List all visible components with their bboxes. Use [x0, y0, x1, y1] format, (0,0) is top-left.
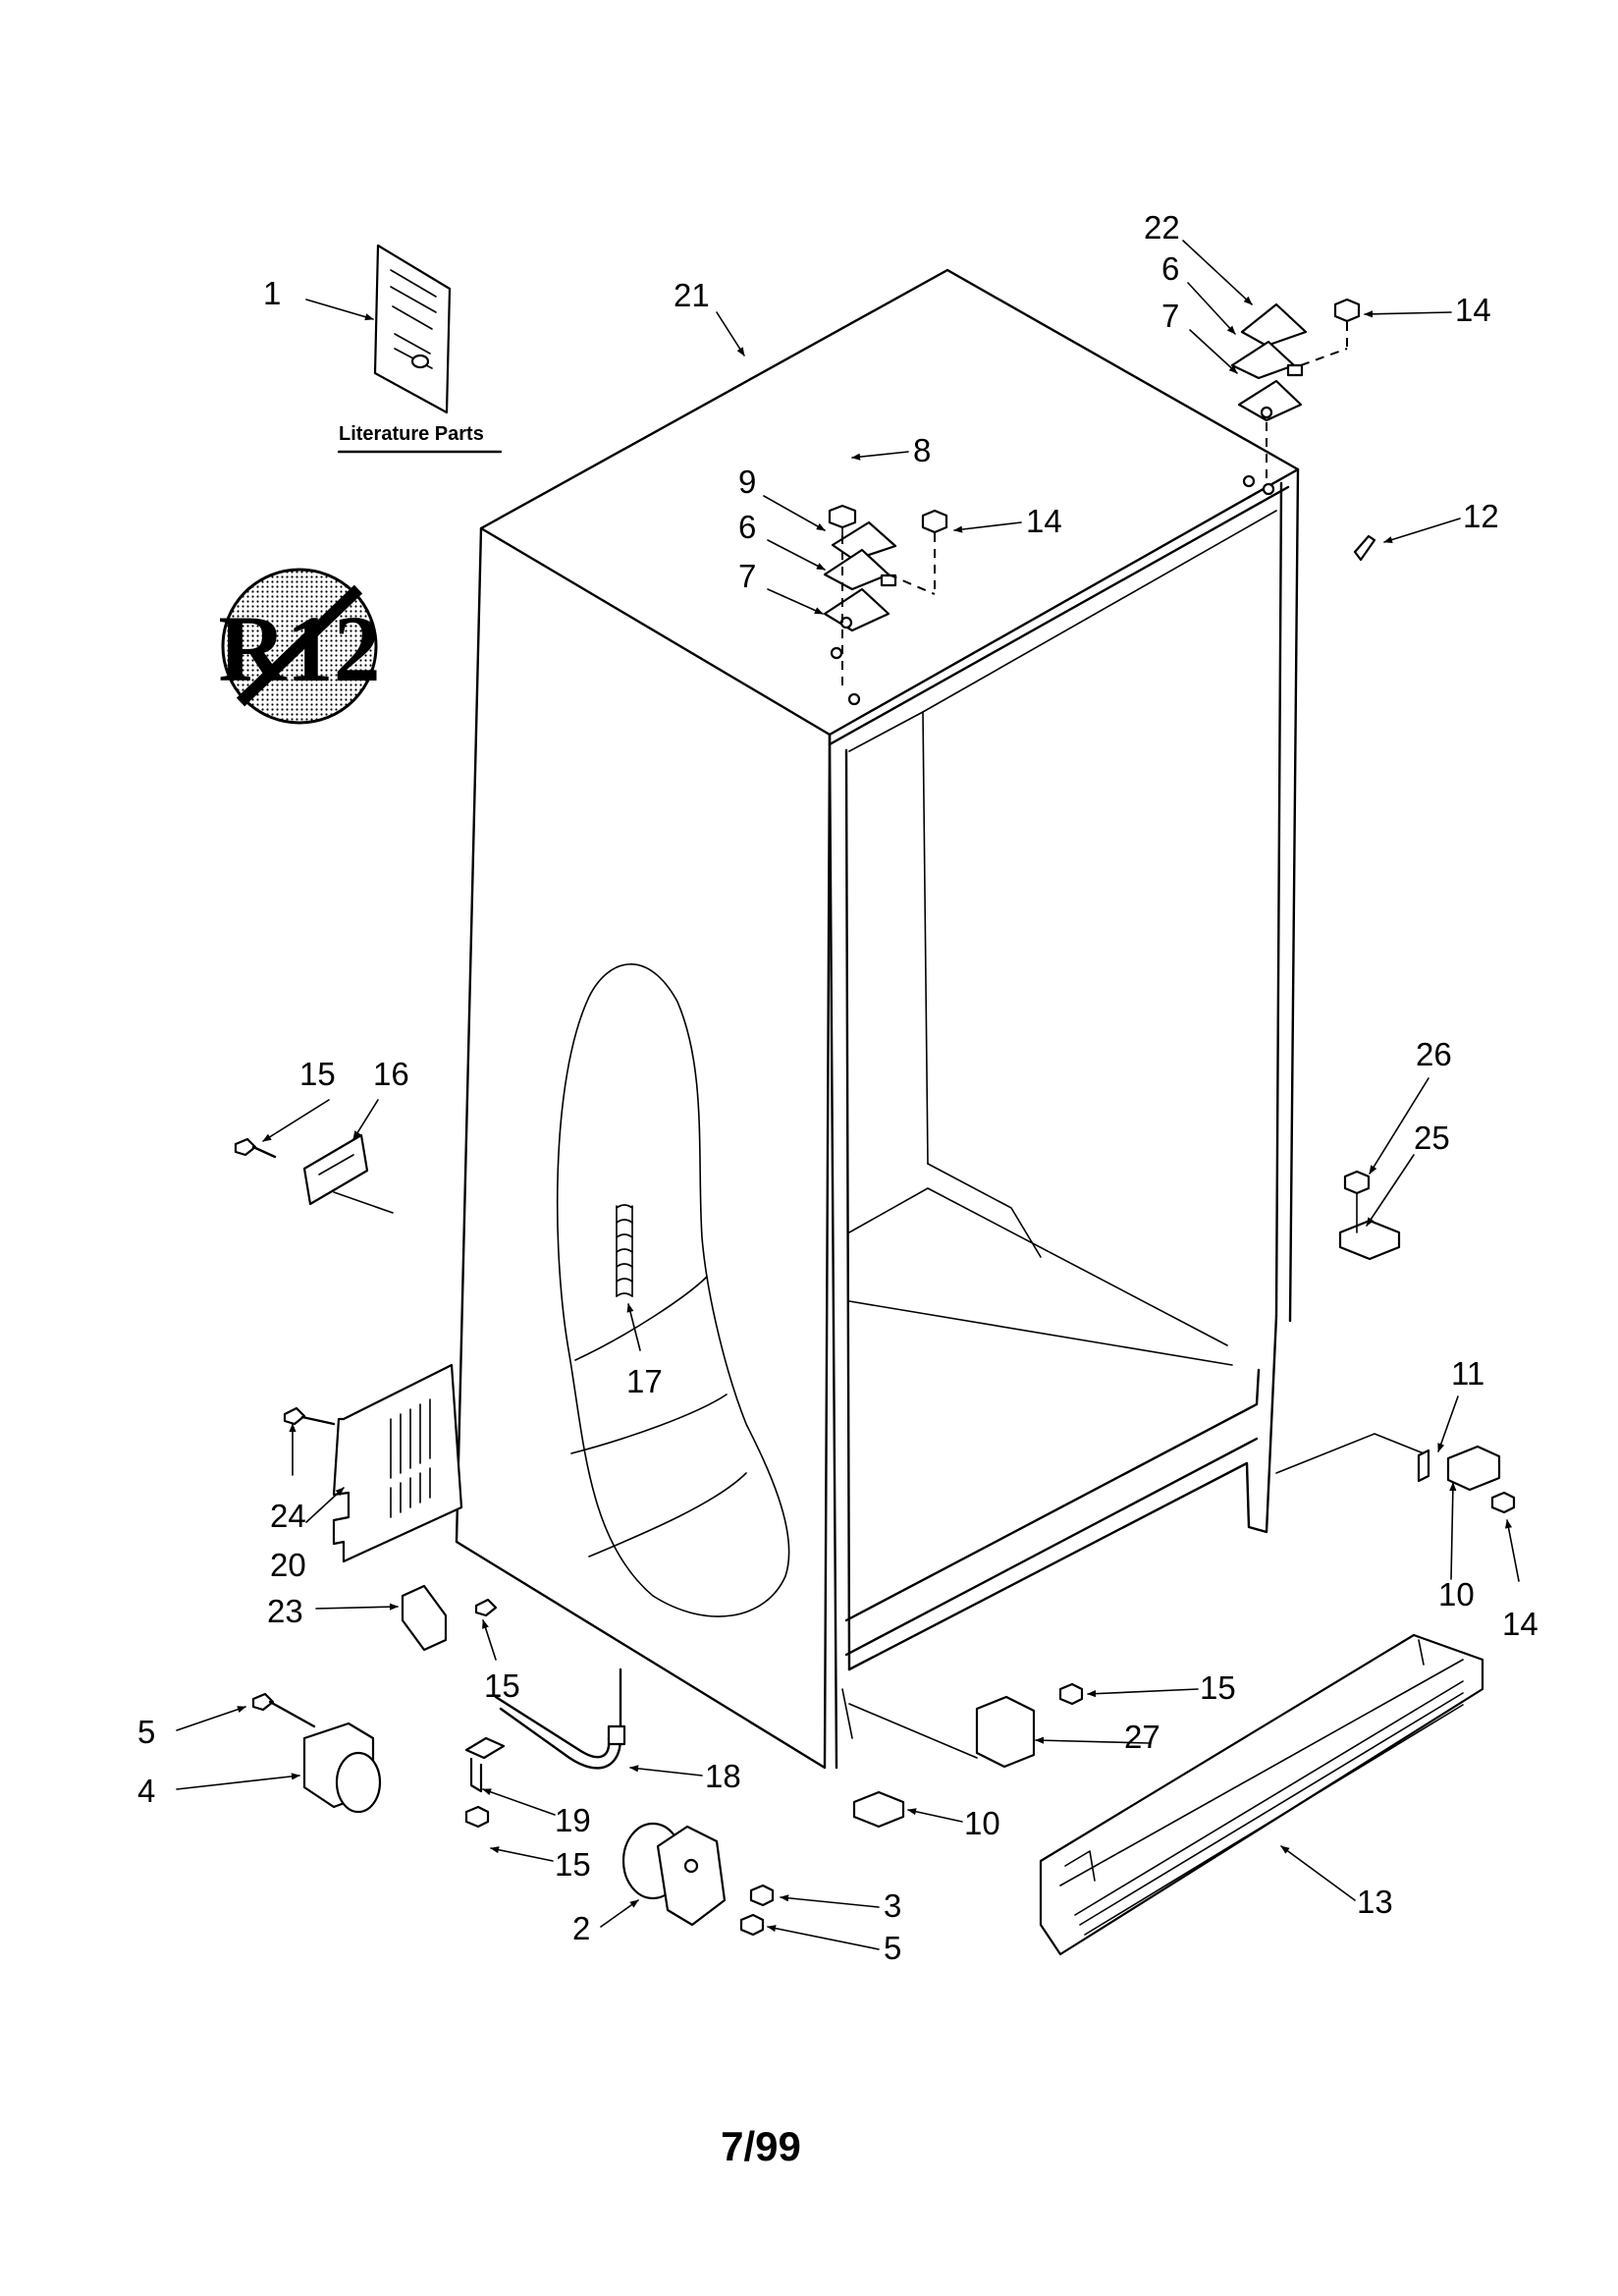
callout-15-right: 15 [1200, 1669, 1236, 1706]
callout-3: 3 [884, 1887, 901, 1924]
callout-7-center: 7 [738, 558, 756, 594]
callout-5-left: 5 [137, 1714, 155, 1750]
brace-10a [852, 1790, 905, 1829]
part-25-bracket [1338, 1170, 1401, 1261]
callout-leaders [176, 240, 1520, 1950]
callout-26: 26 [1416, 1036, 1452, 1072]
literature-booklet [373, 244, 452, 414]
literature-parts-label: Literature Parts [339, 423, 484, 445]
callout-7-top: 7 [1161, 298, 1179, 334]
callout-8: 8 [913, 432, 931, 468]
callout-15-mid: 15 [484, 1667, 520, 1704]
roller-2 [621, 1822, 775, 1937]
cabinet-21 [455, 268, 1300, 1770]
spring-17 [616, 1204, 633, 1297]
callout-25: 25 [1414, 1120, 1450, 1156]
callout-22: 22 [1144, 209, 1180, 246]
bracket-23 [401, 1584, 448, 1652]
callout-14-top: 14 [1455, 292, 1491, 328]
callout-6-center: 6 [738, 509, 756, 545]
caster-4 [251, 1692, 382, 1814]
callout-14-right: 14 [1502, 1606, 1538, 1642]
screw-15b [464, 1805, 490, 1829]
center-hinge-assembly [823, 504, 948, 706]
callout-18: 18 [705, 1758, 741, 1794]
callout-4: 4 [137, 1773, 155, 1809]
callout-9: 9 [738, 464, 756, 500]
callout-6-top: 6 [1161, 250, 1179, 287]
callout-27: 27 [1124, 1719, 1160, 1755]
clamp-19 [464, 1736, 506, 1793]
callout-12: 12 [1463, 498, 1499, 534]
screw-15a [474, 1598, 498, 1617]
no-r12-symbol: R12 [218, 568, 381, 725]
callout-15-bottom: 15 [555, 1846, 591, 1883]
callout-20: 20 [270, 1547, 306, 1583]
callout-10-bottom: 10 [964, 1805, 1000, 1841]
panel-20 [283, 1363, 463, 1563]
callout-24: 24 [270, 1498, 306, 1534]
part-12-clip [1353, 534, 1376, 562]
bracket-11 [1275, 1433, 1516, 1514]
bracket-27 [848, 1682, 1084, 1769]
callout-16: 16 [373, 1056, 409, 1092]
callout-11: 11 [1451, 1355, 1484, 1392]
callout-labels: 1 21 22 6 7 14 8 9 6 14 7 12 15 16 26 25… [137, 209, 1538, 1966]
callout-21: 21 [674, 277, 710, 313]
callout-23: 23 [267, 1593, 303, 1629]
callout-1: 1 [263, 275, 281, 311]
bracket-16 [234, 1133, 394, 1214]
callout-10-right: 10 [1438, 1576, 1475, 1613]
callout-13: 13 [1357, 1884, 1393, 1920]
callout-19: 19 [555, 1802, 591, 1838]
callout-5-bottom: 5 [884, 1930, 901, 1966]
callout-15-left: 15 [299, 1056, 336, 1092]
callout-14-center: 14 [1026, 503, 1062, 539]
callout-17: 17 [626, 1363, 663, 1399]
footer-date: 7/99 [721, 2123, 801, 2169]
tube-18 [494, 1667, 626, 1770]
top-hinge-assembly [1230, 298, 1361, 496]
grille-13 [1039, 1633, 1484, 1956]
callout-2: 2 [572, 1910, 590, 1946]
